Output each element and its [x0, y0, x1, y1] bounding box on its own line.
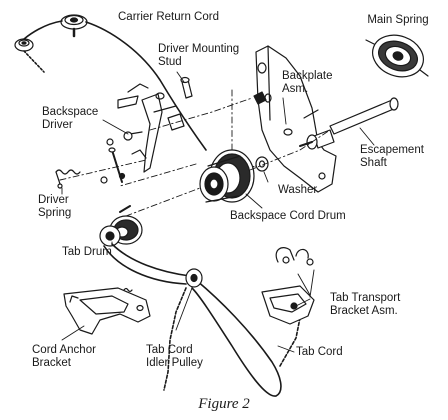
driver-spring-part	[55, 169, 81, 189]
label-backspace-cord-drum: Backspace Cord Drum	[230, 210, 346, 222]
label-tab-drum: Tab Drum	[62, 246, 112, 258]
main-spring-part	[365, 34, 429, 78]
label-driver-spring-line2: Spring	[38, 207, 72, 219]
label-escapement-shaft-line2: Shaft	[360, 157, 387, 169]
label-driver-mounting-stud-line2: Stud	[158, 56, 182, 68]
carrier-return-cord	[23, 20, 207, 151]
backspace-cord-drum-part	[199, 149, 255, 203]
label-tab-cord-idler-pulley-line2: Idler Pulley	[146, 357, 203, 369]
label-main-spring: Main Spring	[367, 14, 429, 26]
label-tab-transport-bracket-line2: Bracket Asm.	[330, 305, 398, 317]
small-fasteners	[100, 147, 147, 184]
label-backspace-driver-line2: Driver	[42, 119, 73, 131]
label-cord-anchor-bracket-line2: Bracket	[32, 357, 71, 369]
driver-mounting-stud-part	[180, 76, 193, 99]
label-tab-cord: Tab Cord	[296, 346, 343, 358]
label-washer: Washer	[278, 184, 318, 196]
cord-anchor-disc	[14, 38, 34, 52]
tab-drum-part	[99, 205, 143, 247]
label-tab-cord-idler-pulley-line1: Tab Cord	[146, 344, 193, 356]
figure-caption: Figure 2	[198, 396, 250, 412]
label-backplate-asm-line1: Backplate	[282, 70, 333, 82]
label-driver-spring-line1: Driver	[38, 194, 69, 206]
tab-cord-idler-pulley-part	[185, 268, 203, 288]
label-backspace-driver-line1: Backspace	[42, 106, 99, 118]
cord-anchor-bracket-part	[63, 287, 151, 335]
label-backplate-asm-line2: Asm.	[282, 83, 309, 95]
backspace-driver-part	[106, 83, 185, 173]
label-escapement-shaft-line1: Escapement	[360, 144, 424, 156]
label-cord-anchor-bracket-line1: Cord Anchor	[32, 344, 96, 356]
alignment-lines	[59, 89, 331, 217]
tab-cord	[103, 243, 301, 397]
label-driver-mounting-stud-line1: Driver Mounting	[158, 43, 240, 55]
label-carrier-return-cord: Carrier Return Cord	[118, 11, 219, 23]
leader-lines	[61, 71, 375, 353]
carrier-return-pulley	[60, 14, 88, 38]
label-tab-transport-bracket-line1: Tab Transport	[330, 292, 401, 304]
tab-transport-bracket-part	[261, 247, 315, 325]
backplate-assembly	[253, 45, 337, 193]
